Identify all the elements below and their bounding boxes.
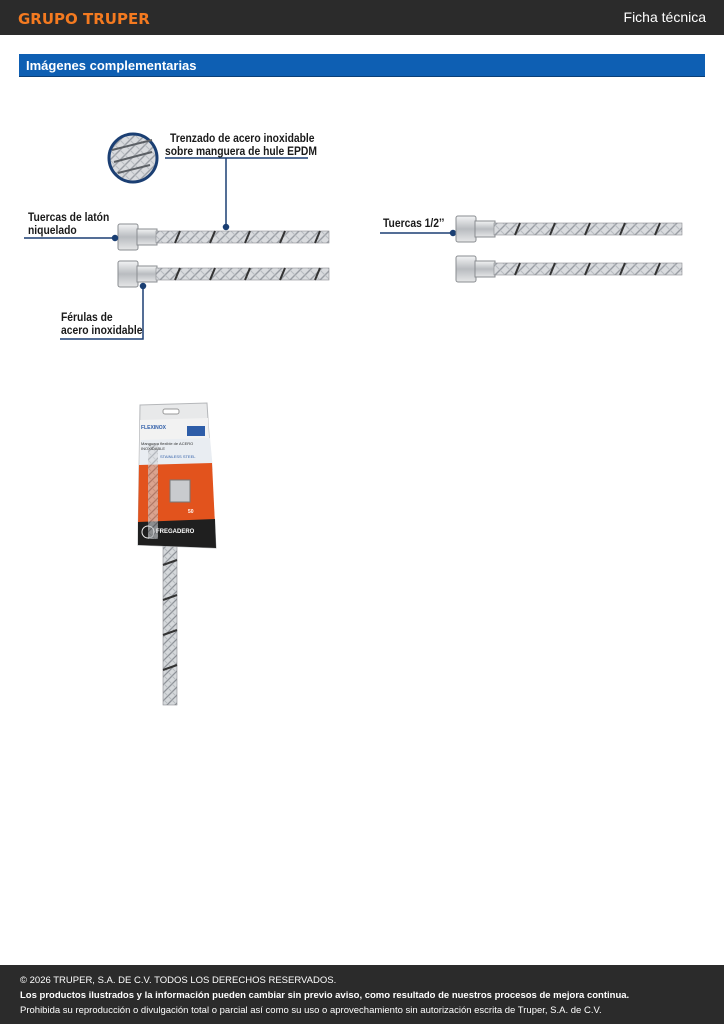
footer: © 2026 TRUPER, S.A. DE C.V. TODOS LOS DE… [0,965,724,1024]
package-brand: FLEXINOX [141,425,167,431]
top-header: GRUPO TRUPER Ficha técnica [0,0,724,35]
packaged-hose [137,402,217,706]
truper-logo: GRUPO TRUPER [18,10,150,28]
callout-braid-line2: sobre manguera de hule EPDM [165,144,317,158]
hose-diagram [24,132,683,706]
hose-right-top [455,215,683,243]
callout-ferrules-line1: Férulas de [61,310,113,324]
section-title: Imágenes complementarias [26,58,197,73]
footer-copyright: © 2026 TRUPER, S.A. DE C.V. TODOS LOS DE… [20,975,337,986]
hose-left-bottom [117,260,330,288]
callout-braid-line1: Trenzado de acero inoxidable [170,131,315,145]
callout-ferrules-line2: acero inoxidable [61,323,143,337]
braid-detail-magnifier [107,132,159,184]
callout-nuts-line2: niquelado [28,223,77,237]
footer-notice: Los productos ilustrados y la informació… [20,990,630,1001]
section-header: Imágenes complementarias [19,54,705,77]
package-product-name: FREGADERO [156,529,195,535]
document-type-label: Ficha técnica [623,9,706,25]
hose-left-top [117,223,330,251]
package-title-en: STAINLESS STEEL [160,454,196,459]
callout-nut-size: Tuercas 1/2’’ [383,216,445,230]
hose-right-bottom [455,255,683,283]
package-title: Manguera flexible de ACERO INOXIDABLE [141,441,194,451]
footer-legal: Prohibida su reproducción o divulgación … [20,1005,602,1016]
callout-nuts-line1: Tuercas de latón [28,210,110,224]
package-length: 50 [188,509,194,515]
